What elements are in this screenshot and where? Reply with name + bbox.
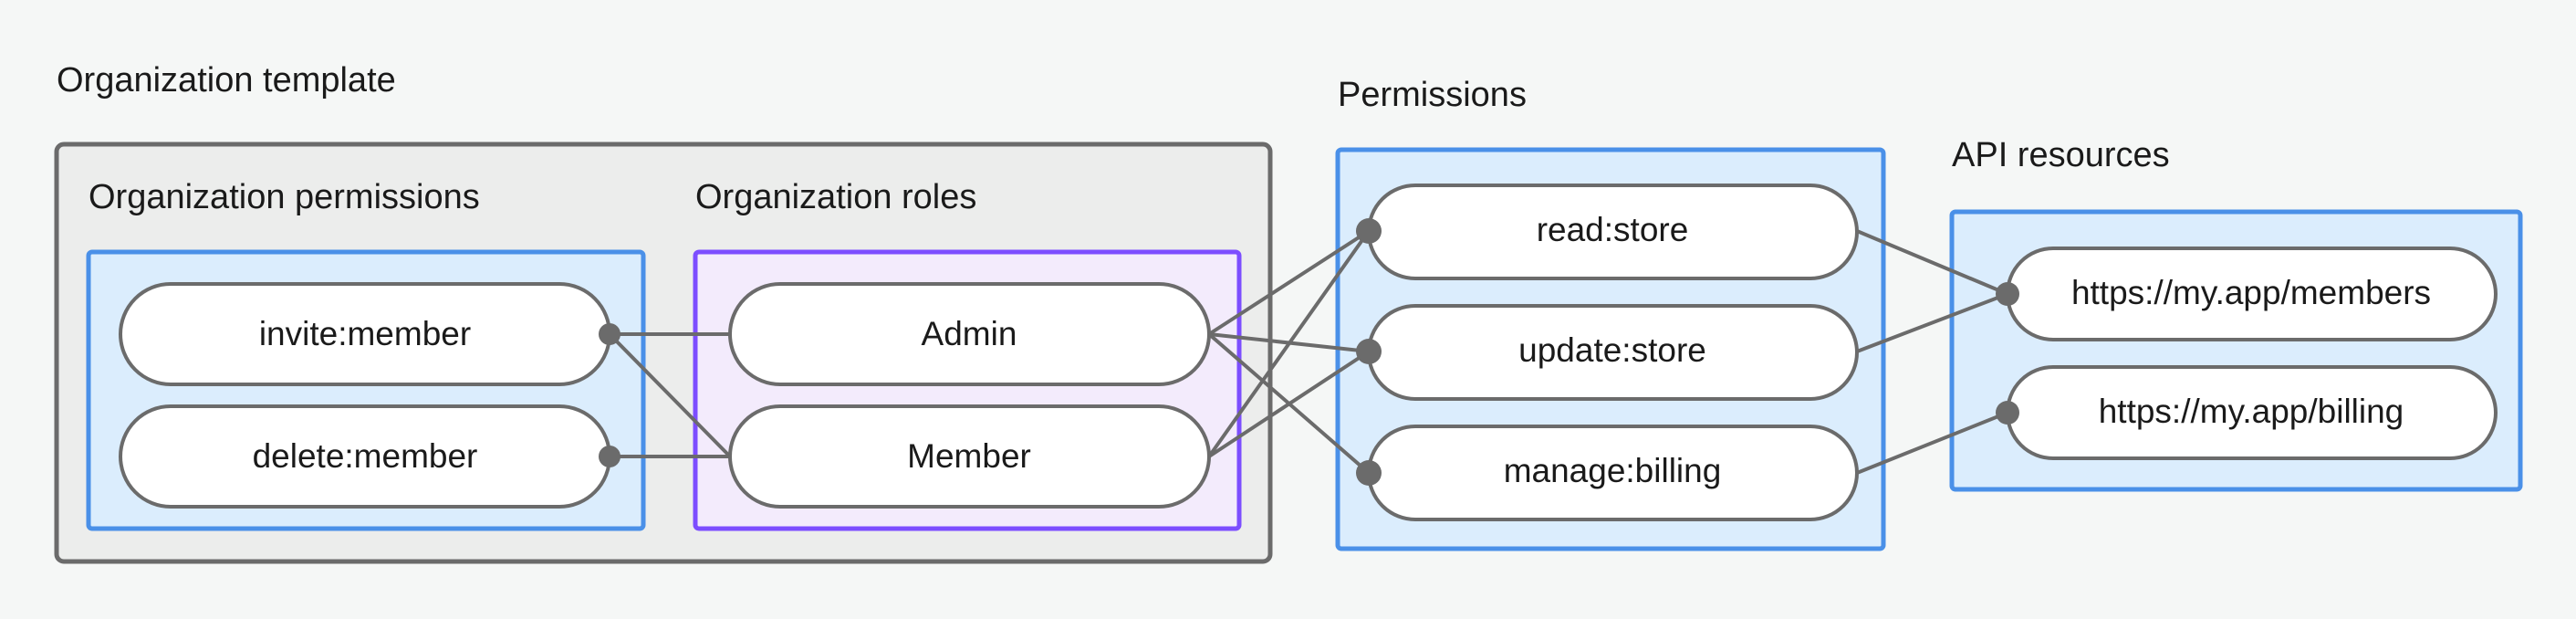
node-billing-url-label: https://my.app/billing [2099,393,2404,430]
edge-read-store-to-members-url [1856,229,2008,296]
node-update-store-label: update:store [1518,331,1706,369]
node-update-store[interactable]: update:store [1367,304,1859,401]
node-invite-member-label: invite:member [259,315,471,352]
node-member-label: Member [907,437,1031,475]
port-billing-url-in [1996,401,2019,425]
port-members-url-in [1996,282,2019,306]
node-member[interactable]: Member [728,404,1211,509]
org-permissions-label: Organization permissions [89,178,480,216]
org-template-label: Organization template [57,61,396,100]
port-invite-member-out [599,323,621,345]
permissions-label: Permissions [1338,76,1527,114]
node-read-store-label: read:store [1537,211,1689,248]
node-read-store[interactable]: read:store [1367,184,1859,280]
port-layer [599,218,2019,486]
node-delete-member[interactable]: delete:member [119,404,611,509]
org-roles-label: Organization roles [695,178,976,216]
node-admin-label: Admin [922,315,1017,352]
edge-admin-to-read-store [1207,229,1371,336]
edge-member-to-read-store [1207,229,1371,458]
node-manage-billing-label: manage:billing [1504,452,1722,489]
edge-layer [608,229,2008,475]
node-member-shape[interactable] [728,404,1211,509]
edge-member-to-update-store [1207,350,1371,458]
port-delete-member-out [599,446,621,467]
port-read-store-in [1356,218,1382,244]
node-admin[interactable]: Admin [728,282,1211,386]
port-update-store-in [1356,339,1382,364]
node-members-url[interactable]: https://my.app/members [2006,247,2498,341]
node-invite-member[interactable]: invite:member [119,282,611,386]
port-manage-billing-in [1356,460,1382,486]
node-delete-member-label: delete:member [253,437,478,475]
edge-invite-member-to-member [608,332,732,458]
edge-manage-billing-to-billing-url [1856,411,2008,475]
node-manage-billing[interactable]: manage:billing [1367,425,1859,521]
node-billing-url[interactable]: https://my.app/billing [2006,365,2498,460]
node-members-url-label: https://my.app/members [2071,274,2431,311]
api-resources-label: API resources [1952,136,2170,174]
edge-update-store-to-members-url [1856,292,2008,353]
node-admin-shape[interactable] [728,282,1211,386]
